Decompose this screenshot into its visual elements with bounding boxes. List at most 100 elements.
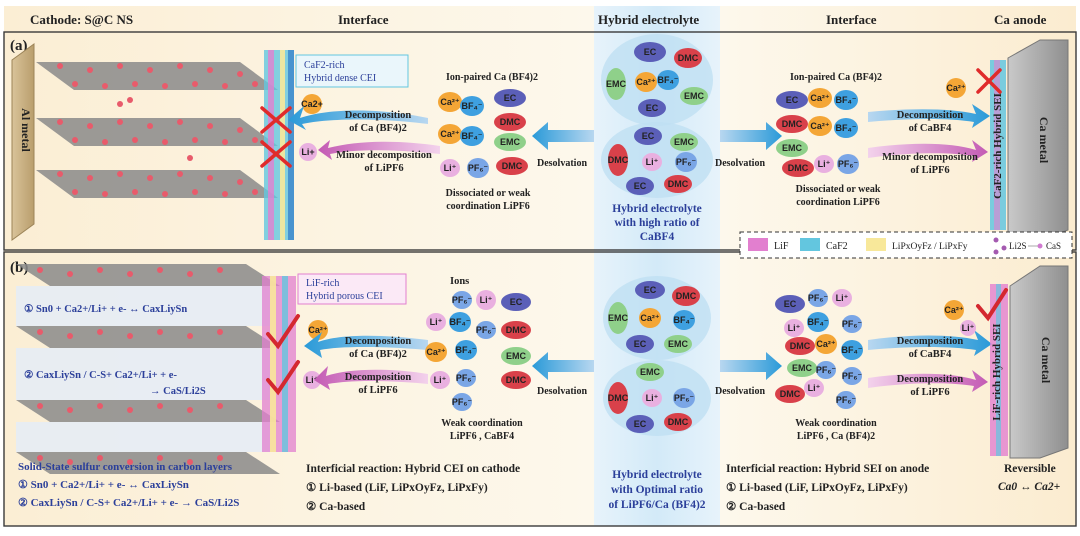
svg-text:EC: EC: [634, 181, 647, 191]
ion-ca-cathode-b: [308, 320, 328, 340]
svg-text:BF₄⁻: BF₄⁻: [461, 131, 482, 141]
cei-label-b-line1: LiF-rich: [306, 278, 339, 289]
reversible-eq: Ca0 ↔ Ca2+: [998, 481, 1061, 493]
svg-text:DMC: DMC: [668, 417, 689, 427]
ion-ca-label: Ca2+: [301, 99, 323, 109]
svg-text:PF₆⁻: PF₆⁻: [674, 393, 695, 403]
dissoc-right-a-2: coordination LiPF6: [796, 197, 880, 208]
svg-text:Li⁺: Li⁺: [836, 293, 849, 303]
svg-text:Ca²⁺: Ca²⁺: [810, 121, 830, 131]
svg-text:Li⁺: Li⁺: [430, 317, 443, 327]
svg-text:Ca²⁺: Ca²⁺: [640, 313, 660, 323]
sei-item1: ① Li-based (LiF, LiPxOyFz, LiPxFy): [726, 481, 908, 494]
arrow-decomposition-anode-a: [868, 104, 990, 128]
ion-li-anode-b: [960, 320, 976, 336]
minor-left-a-1: Minor decomposition: [336, 150, 432, 161]
eq2a-b: ② CaxLiySn / C-S+ Ca2+/Li+ + e-: [24, 369, 177, 381]
ion-li-label: Li+: [301, 147, 314, 157]
decomp-left-b-1: Decomposition: [345, 336, 412, 347]
ion-li-cathode-b: [303, 371, 321, 389]
svg-text:PF₆⁻: PF₆⁻: [816, 365, 837, 375]
solid-title: Solid-State sulfur conversion in carbon …: [18, 461, 233, 473]
header-hybrid-electrolyte: Hybrid electrolyte: [598, 12, 699, 27]
arrow-decomposition-lipf6-cathode-b: [314, 366, 428, 390]
legend-lif: LiF: [774, 241, 789, 252]
ion-ca-anode-a: [946, 78, 966, 98]
svg-text:EC: EC: [642, 131, 655, 141]
svg-text:EMC: EMC: [668, 339, 689, 349]
minor-right-a-2: of LiPF6: [910, 165, 949, 176]
cei-label-a-line1: CaF2-rich: [304, 60, 345, 71]
svg-text:EMC: EMC: [500, 137, 521, 147]
electrolyte-a-1: Hybrid electrolyte: [612, 203, 702, 215]
svg-text:Ca²⁺: Ca²⁺: [944, 305, 964, 315]
cross-icon: [976, 68, 1002, 94]
decomp-right-b-2: of CaBF4: [909, 349, 953, 360]
check-icon: [266, 314, 300, 350]
cei-label-b-line2: Hybrid porous CEI: [306, 291, 383, 302]
svg-text:EC: EC: [644, 47, 657, 57]
svg-text:EC: EC: [504, 93, 517, 103]
legend-caf2: CaF2: [826, 241, 848, 252]
desolvation-right-a: Desolvation: [715, 158, 765, 169]
arrow-decomposition-cathode-a: [288, 106, 428, 130]
svg-text:Ca²⁺: Ca²⁺: [426, 347, 446, 357]
decomp-lipf6-b-1: Decomposition: [345, 372, 412, 383]
electrolyte-a-2: with high ratio of: [614, 217, 699, 229]
svg-text:PF₆⁻: PF₆⁻: [468, 163, 489, 173]
svg-text:DMC: DMC: [790, 341, 811, 351]
svg-text:Ca²⁺: Ca²⁺: [816, 339, 836, 349]
svg-text:EC: EC: [786, 95, 799, 105]
svg-text:BF₄⁻: BF₄⁻: [673, 315, 694, 325]
cei-title: Interficial reaction: Hybrid CEI on cath…: [306, 463, 520, 475]
arrow-desolvation-left-a: [532, 122, 594, 150]
svg-text:BF₄⁻: BF₄⁻: [455, 345, 476, 355]
solid-eq1: ① Sn0 + Ca2+/Li+ + e- ↔ CaxLiySn: [18, 479, 189, 491]
decomp-left-b-2: of Ca (BF4)2: [349, 349, 407, 360]
eq2b-b: → CaS/Li2S: [150, 386, 206, 397]
svg-text:DMC: DMC: [608, 155, 629, 165]
sei-label-b: LiF-rich Hybrid SEI: [991, 323, 1003, 420]
svg-text:PF₆⁻: PF₆⁻: [456, 373, 477, 383]
svg-text:DMC: DMC: [782, 119, 803, 129]
eq1-b: ① Sn0 + Ca2+/Li+ + e- ↔ CaxLiySn: [24, 303, 187, 315]
panel-a-frame: [3, 31, 1077, 251]
svg-text:PF₆⁻: PF₆⁻: [842, 371, 863, 381]
solid-eq2: ② CaxLiySn / C-S+ Ca2+/Li+ + e- → CaS/Li…: [18, 497, 239, 509]
svg-text:Li⁺: Li⁺: [306, 375, 319, 385]
svg-text:DMC: DMC: [668, 179, 689, 189]
header-interface-right: Interface: [826, 12, 877, 27]
desolvation-left-b: Desolvation: [537, 386, 587, 397]
svg-text:EMC: EMC: [506, 351, 527, 361]
svg-text:Ca²⁺: Ca²⁺: [810, 93, 830, 103]
svg-text:PF₆⁻: PF₆⁻: [838, 159, 859, 169]
svg-text:DMC: DMC: [780, 389, 801, 399]
svg-text:EC: EC: [634, 339, 647, 349]
decomp-left-a-2: of Ca (BF4)2: [349, 123, 407, 134]
decomp-right-a-1: Decomposition: [897, 110, 964, 121]
svg-text:Ca²⁺: Ca²⁺: [440, 129, 460, 139]
graphene-layers-b: [16, 264, 280, 474]
arrow-decomposition-cathode-b: [304, 332, 428, 358]
svg-text:EMC: EMC: [608, 313, 629, 323]
svg-text:PF₆⁻: PF₆⁻: [452, 397, 473, 407]
svg-text:EMC: EMC: [684, 91, 705, 101]
molecule-cluster-right-a: EC Ca²⁺ BF₄⁻ DMC Ca²⁺ BF₄⁻ EMC DMC Li⁺ P…: [776, 88, 859, 177]
decomp-right-b-4: of LiPF6: [910, 387, 949, 398]
svg-text:PF₆⁻: PF₆⁻: [842, 319, 863, 329]
svg-text:EMC: EMC: [640, 367, 661, 377]
weak-right-b-2: LiPF6 , Ca (BF4)2: [797, 431, 875, 442]
svg-text:DMC: DMC: [678, 53, 699, 63]
check-icon: [976, 288, 1008, 322]
svg-text:Li⁺: Li⁺: [646, 393, 659, 403]
svg-text:BF₄⁻: BF₄⁻: [807, 317, 828, 327]
cei-layer-b: [262, 276, 296, 452]
arrow-decomposition-anode-b: [868, 330, 992, 356]
dissoc-right-a-1: Dissociated or weak: [796, 184, 881, 195]
svg-text:Ca²⁺: Ca²⁺: [440, 97, 460, 107]
ion-paired-right-a: Ion-paired Ca (BF4)2: [790, 72, 882, 83]
sei-item2: ② Ca-based: [726, 500, 786, 513]
svg-text:DMC: DMC: [500, 117, 521, 127]
svg-text:PF₆⁻: PF₆⁻: [452, 295, 473, 305]
svg-text:EMC: EMC: [792, 363, 813, 373]
